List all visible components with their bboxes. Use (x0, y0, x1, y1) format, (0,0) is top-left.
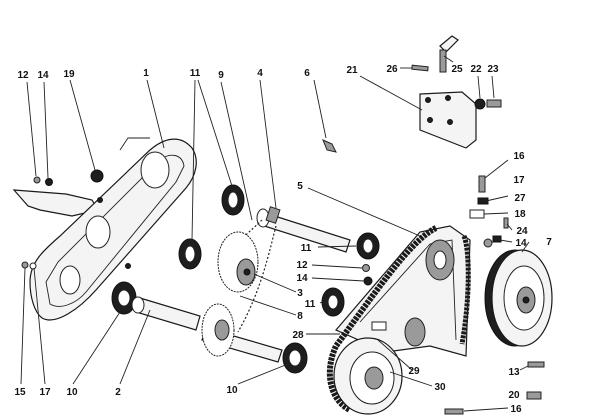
lower-pulley-30 (333, 337, 403, 415)
leader-lines (20, 55, 530, 412)
callout-16-top: 16 (513, 151, 525, 162)
callout-24: 24 (516, 226, 528, 237)
callout-labels: 12 14 19 1 11 9 4 6 21 26 25 22 23 16 17… (14, 64, 552, 415)
bearing-11-upper (221, 184, 245, 216)
callout-16-bottom: 16 (510, 404, 522, 415)
nut-14-top (45, 178, 53, 186)
mounting-bracket-21 (419, 91, 477, 149)
bearing-11-left (178, 238, 202, 270)
callout-29: 29 (408, 366, 420, 377)
callout-3: 3 (297, 288, 303, 299)
nut-24 (492, 235, 502, 243)
nut-14-mid (363, 276, 373, 286)
washer-14-right (483, 238, 493, 248)
callout-9: 9 (218, 70, 224, 81)
washer-22 (474, 98, 486, 110)
callout-10-left: 10 (66, 387, 78, 398)
callout-26: 26 (386, 64, 398, 75)
callout-2: 2 (115, 387, 121, 398)
sprocket-8-upper (217, 231, 259, 293)
callout-27: 27 (514, 193, 526, 204)
bolt-13 (527, 361, 545, 368)
callout-14-right: 14 (515, 238, 527, 249)
callout-28: 28 (292, 330, 304, 341)
washer-15 (21, 261, 29, 269)
bearing-11-right (356, 232, 380, 260)
callout-11-top: 11 (190, 68, 201, 79)
callout-30: 30 (434, 382, 446, 393)
callout-7: 7 (546, 237, 552, 248)
washer-12-top (33, 176, 41, 184)
callout-21: 21 (346, 65, 358, 76)
key-6 (322, 139, 337, 153)
callout-8: 8 (297, 311, 303, 322)
bolt-23 (486, 99, 502, 108)
large-pulley-7 (484, 249, 553, 347)
callout-11-lower: 11 (305, 299, 316, 310)
callout-18: 18 (514, 209, 526, 220)
clip-27 (469, 209, 485, 219)
callout-12-top: 12 (17, 70, 29, 81)
callout-25: 25 (451, 64, 463, 75)
callout-19: 19 (63, 69, 75, 80)
gear-housing-5 (335, 225, 471, 357)
washer-17-left (29, 262, 37, 270)
callout-6: 6 (304, 68, 310, 79)
callout-17-left: 17 (39, 387, 51, 398)
callout-10-lower: 10 (226, 385, 238, 396)
chain-housing-cover (12, 137, 197, 321)
bolt-16-top (478, 175, 486, 193)
callout-12-mid: 12 (296, 260, 308, 271)
v-belt (326, 225, 471, 413)
upper-shaft-4 (256, 206, 351, 253)
callout-14-mid: 14 (296, 273, 308, 284)
callout-17-right: 17 (513, 175, 525, 186)
handle-pin-25 (439, 35, 459, 73)
callout-4: 4 (257, 68, 263, 79)
seal-19 (90, 169, 104, 183)
callout-15: 15 (14, 387, 26, 398)
callout-20: 20 (508, 390, 520, 401)
pin-26 (411, 64, 429, 72)
bearing-11-lower (321, 287, 345, 317)
bearing-10-left (111, 281, 137, 315)
callout-1: 1 (143, 68, 149, 79)
bolt-16-bottom (444, 408, 464, 415)
callout-14-top: 14 (37, 70, 49, 81)
callout-13: 13 (508, 367, 520, 378)
bolt-20 (526, 391, 542, 400)
pin-18 (503, 217, 509, 229)
sprocket-8-lower (201, 303, 235, 357)
bearing-10-lower (282, 342, 308, 374)
callout-22: 22 (470, 64, 482, 75)
callout-5: 5 (297, 181, 303, 192)
callout-11-mid: 11 (301, 243, 312, 254)
callout-23: 23 (487, 64, 499, 75)
washer-12-mid (362, 264, 370, 272)
